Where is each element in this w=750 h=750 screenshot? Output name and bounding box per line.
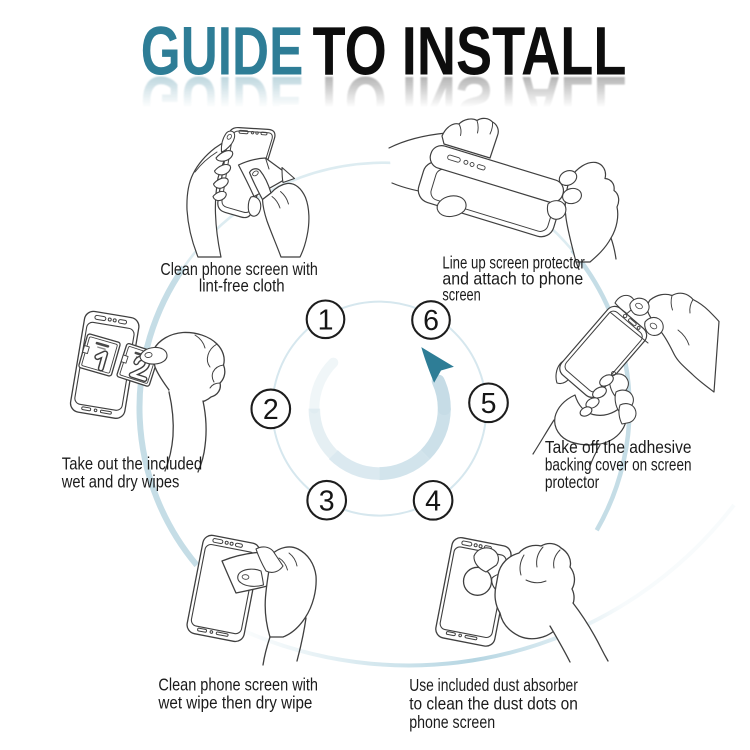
svg-text:Take off the adhesive: Take off the adhesive — [545, 437, 692, 457]
svg-text:5: 5 — [481, 388, 497, 420]
svg-text:6: 6 — [423, 305, 439, 337]
svg-text:Use included dust absorber: Use included dust absorber — [409, 675, 578, 695]
svg-text:wet and dry wipes: wet and dry wipes — [61, 472, 179, 492]
svg-text:2: 2 — [263, 394, 279, 426]
svg-text:lint-free cloth: lint-free cloth — [199, 276, 285, 296]
svg-text:Clean phone screen with: Clean phone screen with — [160, 259, 318, 279]
svg-text:TO INSTALL: TO INSTALL — [313, 62, 627, 139]
svg-text:TO INSTALL: TO INSTALL — [313, 12, 627, 89]
svg-text:and attach to phone: and attach to phone — [442, 268, 583, 288]
svg-text:4: 4 — [425, 486, 441, 518]
svg-text:screen: screen — [442, 285, 480, 305]
svg-text:Take out the included: Take out the included — [62, 453, 202, 473]
svg-text:protector: protector — [545, 472, 600, 492]
svg-text:Clean phone screen with: Clean phone screen with — [158, 675, 318, 695]
svg-text:GUIDE: GUIDE — [141, 12, 303, 89]
svg-text:3: 3 — [319, 485, 335, 517]
svg-text:wet wipe then dry wipe: wet wipe then dry wipe — [158, 692, 313, 712]
svg-text:1: 1 — [318, 305, 334, 337]
svg-text:GUIDE: GUIDE — [141, 62, 303, 139]
svg-text:phone screen: phone screen — [409, 712, 495, 732]
svg-text:Line up screen protector: Line up screen protector — [442, 252, 585, 272]
svg-text:to clean the dust dots on: to clean the dust dots on — [409, 693, 578, 713]
svg-text:backing cover on screen: backing cover on screen — [545, 455, 692, 475]
